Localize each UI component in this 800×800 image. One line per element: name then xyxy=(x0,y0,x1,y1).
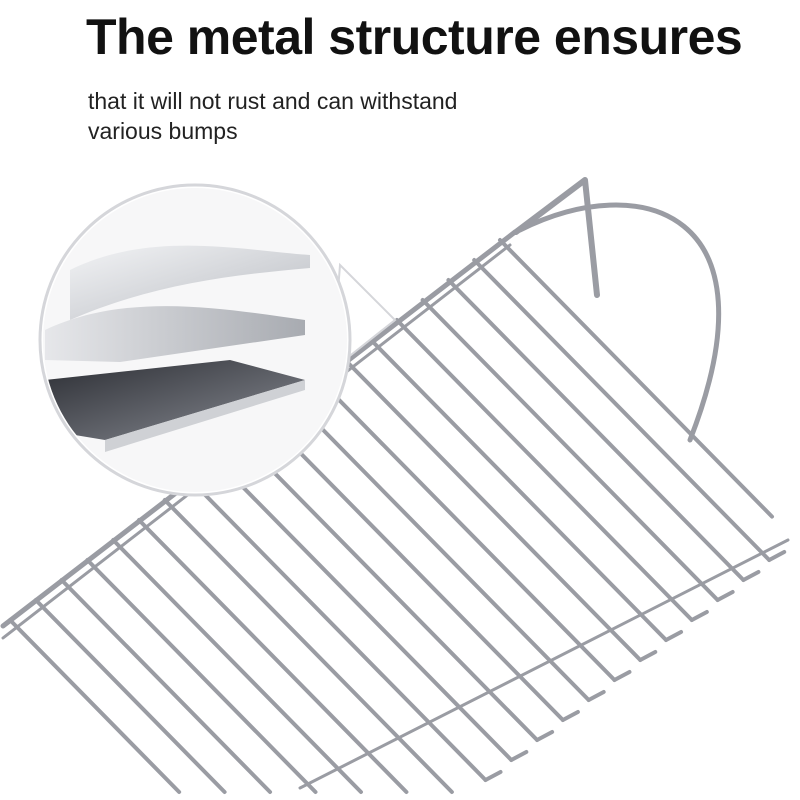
rack-wire xyxy=(214,458,514,762)
hook-wire xyxy=(513,177,600,298)
rack-wire xyxy=(394,318,694,622)
rack-wire xyxy=(59,578,273,794)
rack-wire xyxy=(343,358,643,662)
rack-wire-tip xyxy=(586,690,606,702)
rack-wire-tip xyxy=(509,750,529,762)
rack-wire xyxy=(240,438,540,742)
rack-wire xyxy=(162,498,454,794)
rack-wire xyxy=(472,258,772,562)
rack-wire-tip xyxy=(767,550,787,562)
rack-wire xyxy=(369,338,669,642)
rack-wire-tip xyxy=(664,630,684,642)
material-callout xyxy=(38,183,397,497)
rack-wire-tip xyxy=(715,590,735,602)
headline: The metal structure ensures xyxy=(86,9,743,65)
rack-wire xyxy=(8,618,182,794)
rack-wire-tip xyxy=(689,610,709,622)
rack-wire-tip xyxy=(638,650,658,662)
rack-wire xyxy=(111,538,363,794)
rack-wire-tip xyxy=(741,570,761,582)
metal-layer-top xyxy=(70,245,310,320)
subtitle-line-2: various bumps xyxy=(88,118,238,144)
rack-wire xyxy=(498,238,774,519)
rack-wire xyxy=(265,418,565,722)
metal-layer-middle xyxy=(45,306,305,362)
rack-wire xyxy=(317,378,617,682)
hook-arc xyxy=(517,202,722,443)
subtitle-line-1: that it will not rust and can withstand xyxy=(88,88,458,114)
rack-wire-tip xyxy=(612,670,632,682)
rack-wire xyxy=(420,298,720,602)
rack-wire xyxy=(446,278,746,582)
rack-wire xyxy=(136,518,409,794)
bottom-rail xyxy=(298,538,790,790)
rack-wire xyxy=(188,478,488,782)
rack-wire-tip xyxy=(560,710,580,722)
rack-wires xyxy=(0,229,790,794)
rack-wire-tip xyxy=(483,770,503,782)
rack-wire-tip xyxy=(535,730,555,742)
rack-wire xyxy=(85,558,318,794)
rack-wire xyxy=(291,398,591,702)
rack-wire xyxy=(33,598,227,794)
metal-layer-bottom xyxy=(45,360,305,440)
